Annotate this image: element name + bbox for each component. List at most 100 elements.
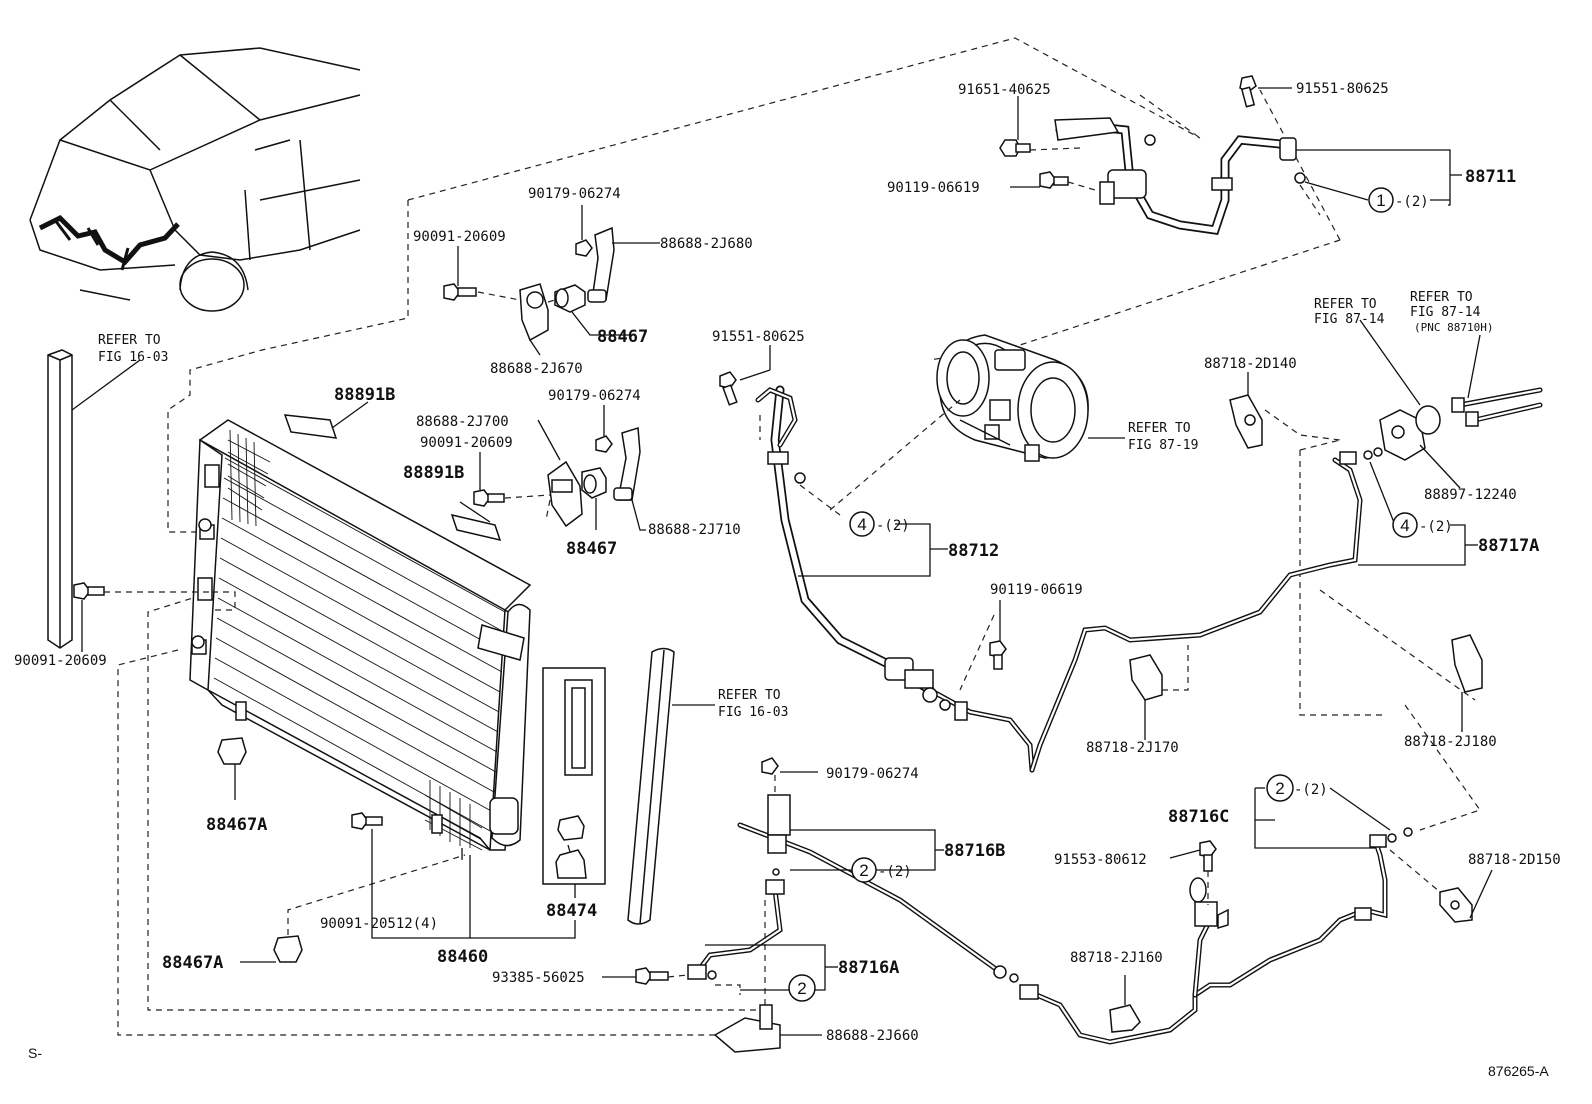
label-88467A-b: 88467A <box>162 953 223 973</box>
sensor-88716C <box>1189 877 1229 930</box>
pipe-88717A <box>1029 451 1363 773</box>
label-corner-s: S- <box>28 1045 42 1061</box>
circle-4a: 4 <box>857 515 866 534</box>
label-refer-87-19-1: REFER TO <box>1128 421 1191 436</box>
nut-90179-06274-b <box>595 435 613 453</box>
label-88712: 88712 <box>948 541 999 561</box>
circle-2b: 2 <box>859 861 868 880</box>
pad-88891B-a <box>283 414 338 439</box>
rubber-88467A-b <box>273 935 303 963</box>
label-88718-2J180: 88718-2J180 <box>1404 734 1497 750</box>
label-88467A-a: 88467A <box>206 815 267 835</box>
bolt-90091-20609-a <box>443 283 477 301</box>
bolt-93385-56025 <box>635 967 669 985</box>
label-figure-code: 876265-A <box>1488 1063 1549 1079</box>
label-88716C: 88716C <box>1168 807 1229 827</box>
label-90179-06274-b: 90179-06274 <box>548 388 641 404</box>
bushing-88467-a <box>554 284 586 313</box>
rubber-88467A-a <box>217 737 247 765</box>
labels: 91651-40625 91551-80625 88711 90119-0661… <box>14 81 1561 1079</box>
clamp-88718-2J180 <box>1451 634 1483 693</box>
pad-88891B-b <box>450 513 502 542</box>
label-90119-06619-top: 90119-06619 <box>887 180 980 196</box>
label-refer-87-14-b-2: FIG 87-14 <box>1410 305 1481 320</box>
label-88718-2J170: 88718-2J170 <box>1086 740 1179 756</box>
bolt-91551-80625-mid <box>719 371 738 406</box>
label-qty-88716B: -(2) <box>878 864 912 880</box>
label-refer-87-14-a-2: FIG 87-14 <box>1314 312 1385 327</box>
label-88891B-b: 88891B <box>403 463 464 483</box>
label-88467-a: 88467 <box>597 327 648 347</box>
label-refer-16-03-b-1: REFER TO <box>718 688 781 703</box>
label-88718-2J160: 88718-2J160 <box>1070 950 1163 966</box>
label-91551-80625-mid: 91551-80625 <box>712 329 805 345</box>
bolt-90119-06619-top <box>1039 171 1069 189</box>
receiver-drier <box>477 603 531 847</box>
drier-kit-88474 <box>542 667 606 885</box>
bracket-88688-2J670 <box>519 283 549 342</box>
label-88688-2J700: 88688-2J700 <box>416 414 509 430</box>
label-refer-87-14-a-1: REFER TO <box>1314 297 1377 312</box>
label-qty-88716C: -(2) <box>1294 782 1328 798</box>
clamp-88718-2J170 <box>1129 654 1163 701</box>
label-refer-16-03-a-1: REFER TO <box>98 333 161 348</box>
label-90179-06274-c: 90179-06274 <box>826 766 919 782</box>
circle-4b: 4 <box>1400 516 1409 535</box>
label-91551-80625-top: 91551-80625 <box>1296 81 1389 97</box>
bracket-88688-2J710 <box>613 427 641 501</box>
bracket-88688-2J680 <box>587 226 615 303</box>
label-88897-12240: 88897-12240 <box>1424 487 1517 503</box>
bolt-90091-20512 <box>351 812 383 830</box>
bolt-90091-20609-b <box>473 489 505 507</box>
label-88717A: 88717A <box>1478 536 1539 556</box>
label-88474: 88474 <box>546 901 597 921</box>
clamp-88718-2J160 <box>1109 1004 1141 1033</box>
label-88718-2D140: 88718-2D140 <box>1204 356 1297 372</box>
plate-88897-12240 <box>1379 405 1441 461</box>
label-refer-16-03-b-2: FIG 16-03 <box>718 705 788 720</box>
label-88688-2J710: 88688-2J710 <box>648 522 741 538</box>
label-qty-88717A: -(2) <box>1419 519 1453 535</box>
nut-90179-06274-c <box>761 757 779 775</box>
label-90119-06619-mid: 90119-06619 <box>990 582 1083 598</box>
label-refer-87-19-2: FIG 87-19 <box>1128 438 1198 453</box>
label-90091-20609-b: 90091-20609 <box>420 435 513 451</box>
label-88716B: 88716B <box>944 841 1005 861</box>
label-88688-2J660: 88688-2J660 <box>826 1028 919 1044</box>
clamp-88718-2D150 <box>1439 887 1473 923</box>
label-90179-06274-a: 90179-06274 <box>528 186 621 202</box>
bolt-90091-20609-c <box>73 582 105 600</box>
nut-90179-06274-a <box>575 239 593 257</box>
bushing-88467-b <box>581 467 607 499</box>
label-90091-20609-c: 90091-20609 <box>14 653 107 669</box>
label-refer-87-14-b-1: REFER TO <box>1410 290 1473 305</box>
label-88718-2D150: 88718-2D150 <box>1468 852 1561 868</box>
label-88688-2J680: 88688-2J680 <box>660 236 753 252</box>
label-93385-56025: 93385-56025 <box>492 970 585 986</box>
label-91651-40625: 91651-40625 <box>958 82 1051 98</box>
bolt-91551-80625-top <box>1239 75 1257 108</box>
hose-88711 <box>1054 117 1306 235</box>
label-88891B-a: 88891B <box>334 385 395 405</box>
label-qty-88712: -(2) <box>876 518 910 534</box>
label-88460: 88460 <box>437 947 488 967</box>
bolt-90119-06619-mid <box>989 640 1007 670</box>
clamp-88718-2D140 <box>1229 394 1263 449</box>
label-88688-2J670: 88688-2J670 <box>490 361 583 377</box>
bracket-88688-2J660 <box>713 1004 781 1053</box>
pipe-88716A <box>687 879 785 980</box>
circle-1: 1 <box>1376 191 1385 210</box>
label-refer-87-14-b-3: (PNC 88710H) <box>1414 321 1493 334</box>
circle-2a: 2 <box>1275 779 1284 798</box>
circle-2c: 2 <box>797 979 806 998</box>
compressor <box>936 334 1089 462</box>
bolt-91553-80612 <box>1199 840 1217 872</box>
seal-strip-left <box>47 349 73 649</box>
label-90091-20512: 90091-20512(4) <box>320 916 438 932</box>
condenser-88460 <box>189 419 532 851</box>
label-88467-b: 88467 <box>566 539 617 559</box>
label-qty-88711: -(2) <box>1395 194 1429 210</box>
label-90091-20609-a: 90091-20609 <box>413 229 506 245</box>
bolt-91651-40625 <box>999 139 1031 157</box>
